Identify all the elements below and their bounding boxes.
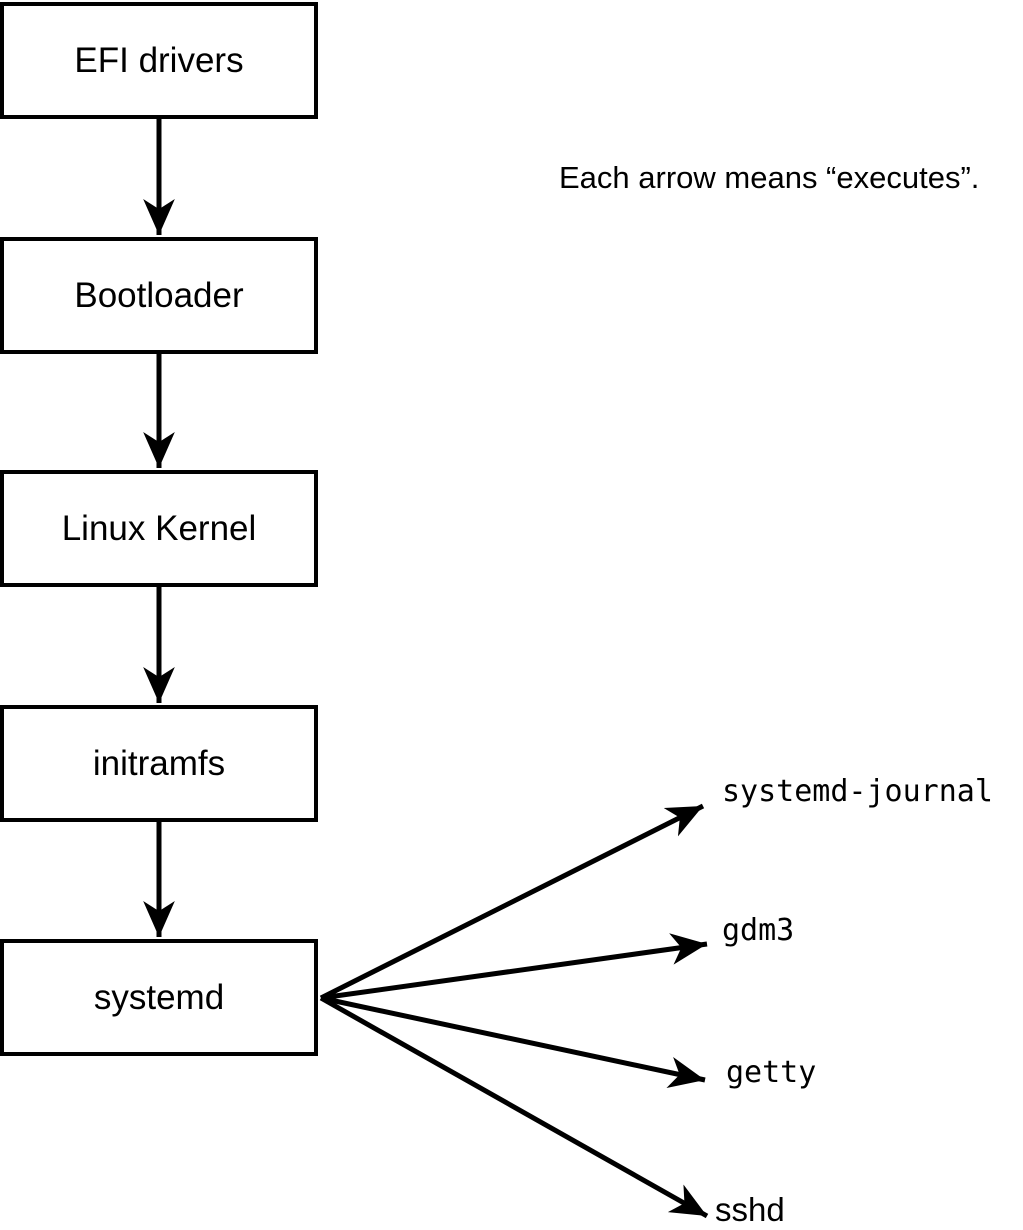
annotation-arrow-meaning: Each arrow means “executes”. <box>559 160 980 195</box>
node-bootloader: Bootloader <box>0 237 318 354</box>
node-efi-drivers: EFI drivers <box>0 2 318 119</box>
node-systemd-label: systemd <box>93 978 225 1017</box>
node-bootloader-label: Bootloader <box>74 276 244 315</box>
service-label-sshd: sshd <box>715 1191 785 1228</box>
node-initramfs-label: initramfs <box>92 744 226 783</box>
executes-arrow-systemd-to-journal <box>319 803 705 1001</box>
executes-arrow-systemd-to-sshd <box>319 995 709 1219</box>
service-label-gdm3: gdm3 <box>722 913 795 948</box>
node-systemd: systemd <box>0 939 318 1056</box>
node-initramfs: initramfs <box>0 705 318 822</box>
service-label-getty: getty <box>726 1055 817 1090</box>
executes-arrow-systemd-to-getty <box>320 995 706 1088</box>
node-linux-kernel-label: Linux Kernel <box>61 509 257 548</box>
node-linux-kernel: Linux Kernel <box>0 470 318 587</box>
service-label-systemd-journal: systemd-journal <box>722 774 993 809</box>
executes-arrow-systemd-to-gdm3 <box>320 933 708 1001</box>
node-efi-drivers-label: EFI drivers <box>74 41 244 80</box>
